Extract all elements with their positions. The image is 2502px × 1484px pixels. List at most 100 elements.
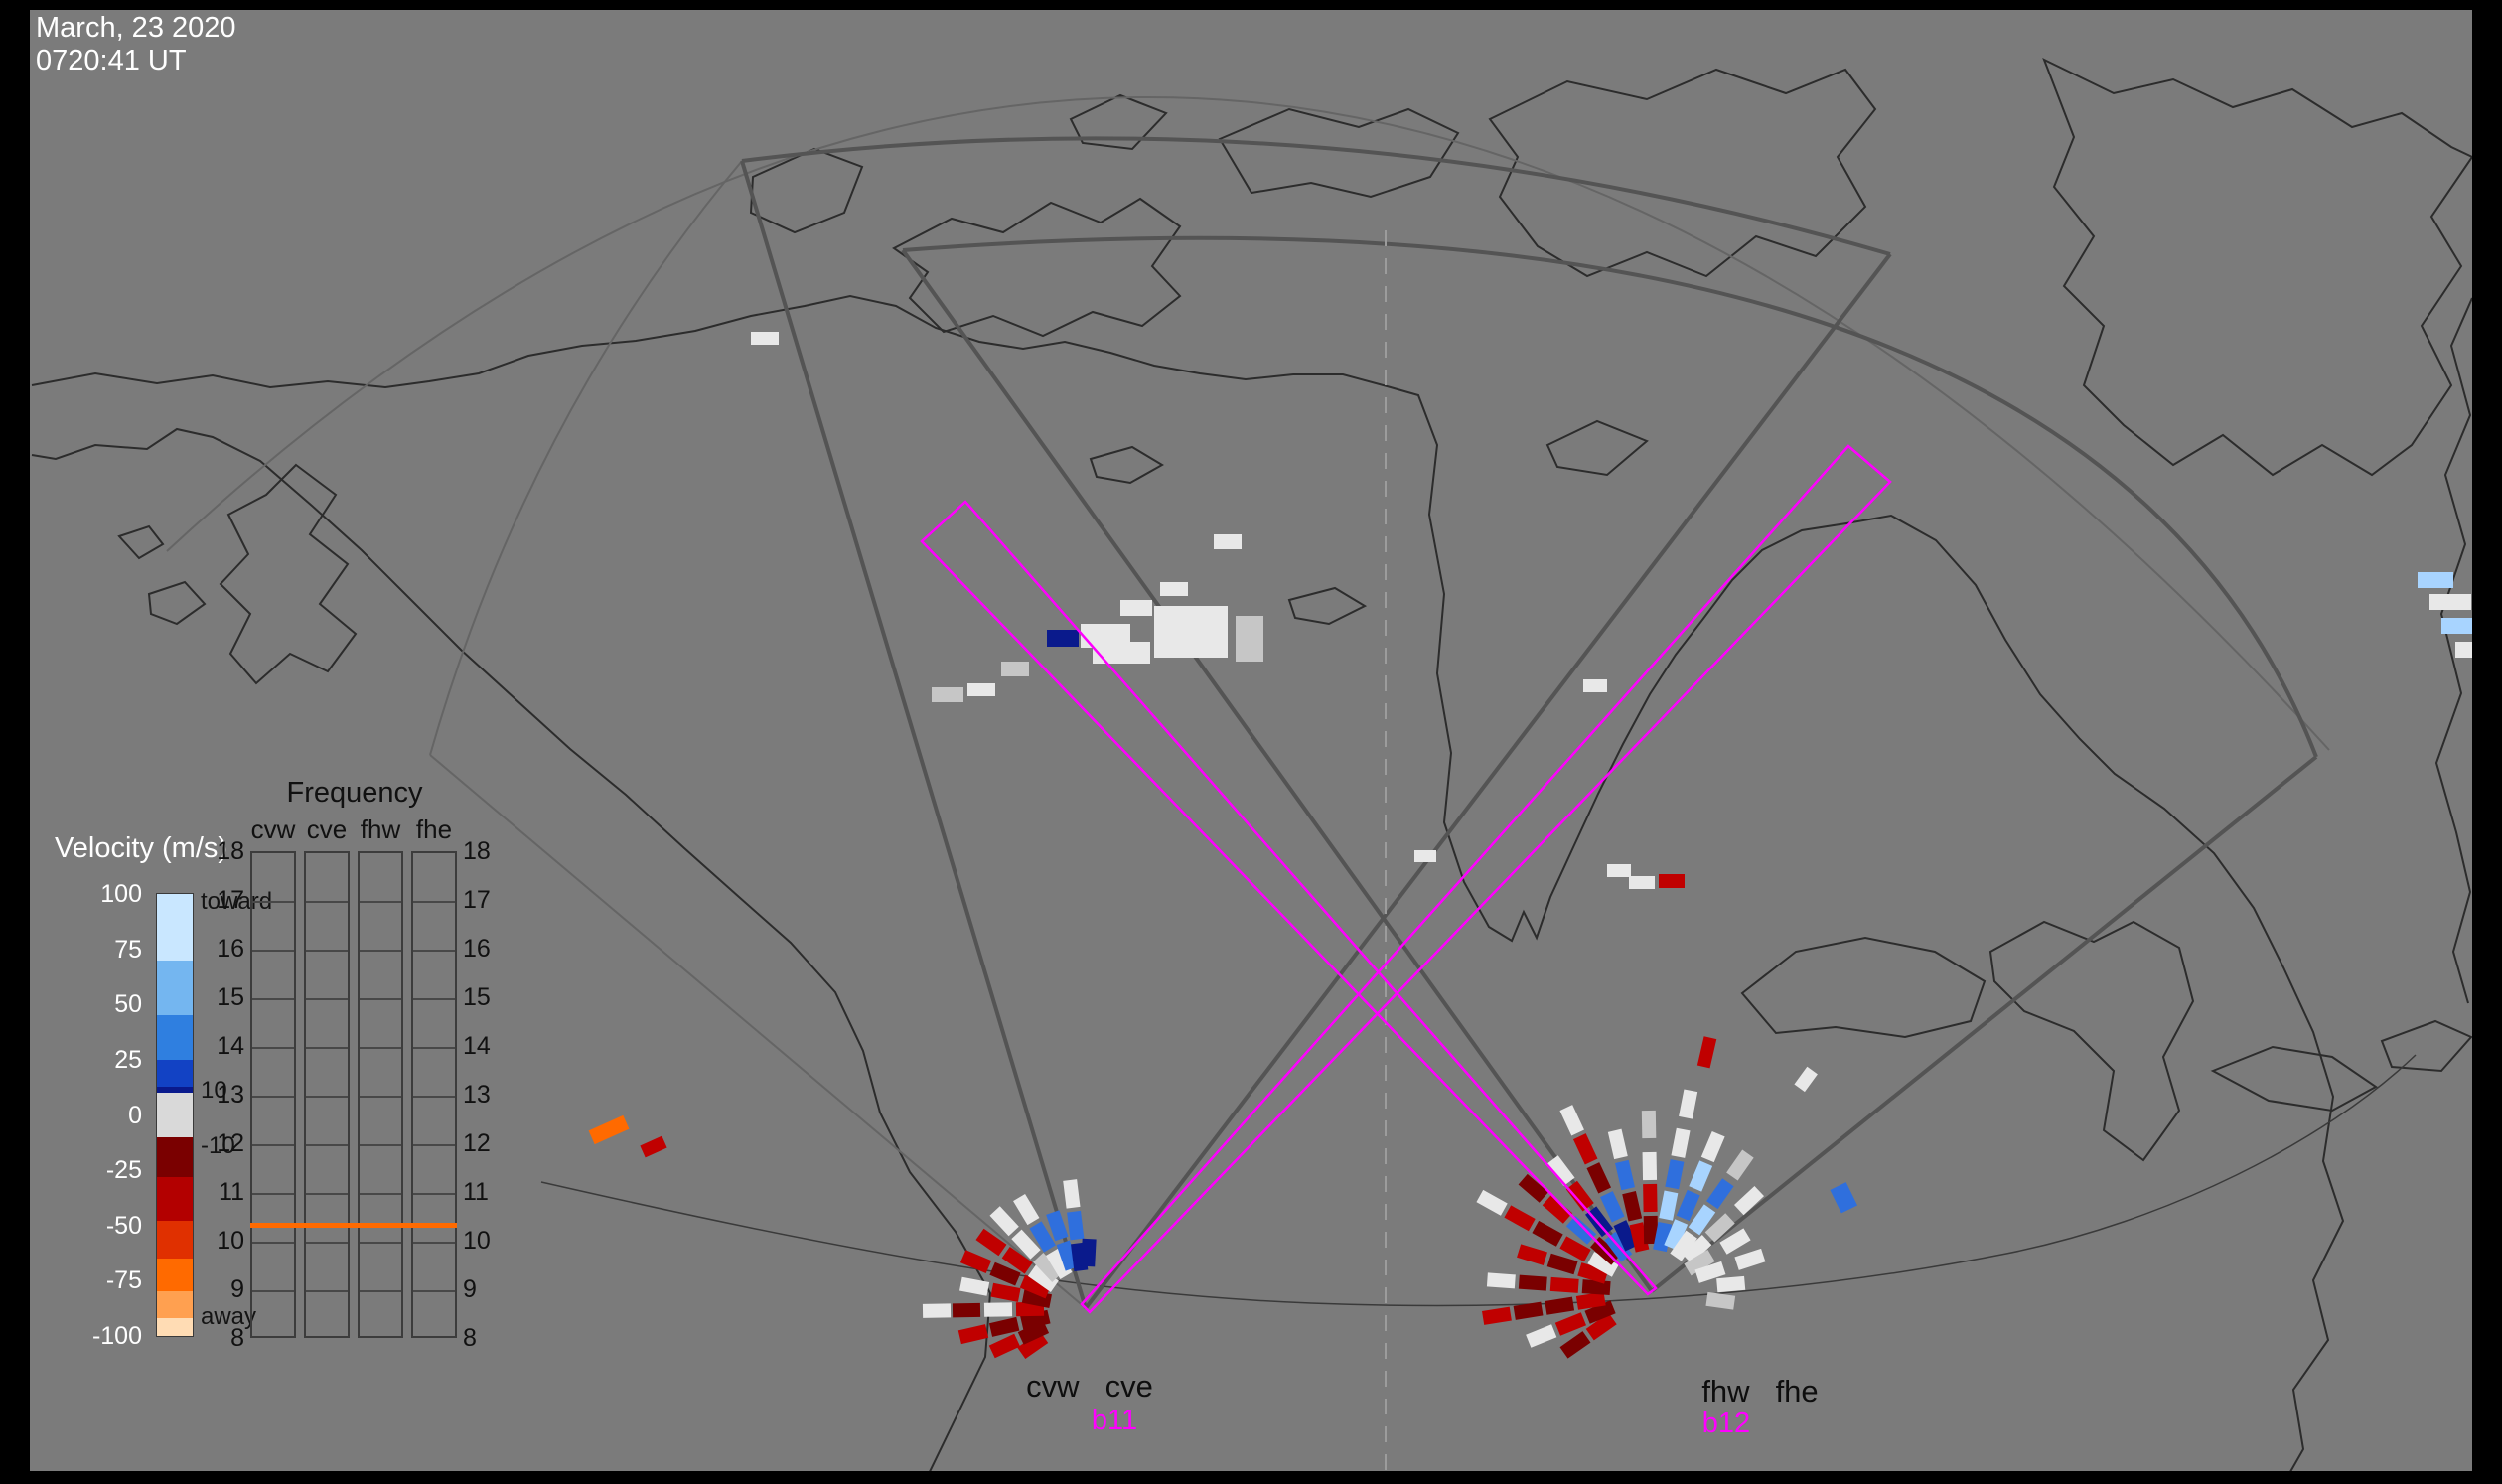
away-label: away [201,1303,257,1330]
velocity-cell [1679,1089,1698,1119]
site-fhw-label: fhw [1701,1374,1750,1409]
frequency-row-label: 17 [217,886,244,914]
frequency-column-header-cvw: cvw [250,815,296,844]
velocity-cell [1585,1312,1617,1341]
velocity-cell [1664,1219,1689,1251]
frequency-column-cvw [250,851,296,1338]
velocity-cell [2489,336,2501,356]
velocity-cell [1716,1275,1746,1293]
velocity-colorbar [156,893,194,1337]
velocity-cell [1734,1248,1766,1270]
beam-label-b12: b12 [1701,1408,1751,1439]
fov-cv-west-edge [740,160,1088,1309]
velocity-cell [988,1316,1020,1337]
velocity-cell [1559,1331,1591,1359]
frequency-row-label: 16 [217,935,244,963]
velocity-cell [1615,1159,1635,1191]
velocity-cell [1013,1193,1040,1226]
coastline-arctic-islands [749,68,1877,477]
frequency-column-fhw [358,851,403,1338]
frequency-gridline [413,998,455,1000]
coastline-group [31,57,2472,1471]
velocity-cell [1559,1236,1591,1262]
frequency-gridline [360,1242,401,1244]
velocity-cell [967,683,995,696]
date-text: March, 23 2020 [36,12,236,44]
velocity-cell [1575,1291,1606,1310]
velocity-scale-segment [157,960,193,1016]
frequency-column-cve [304,851,350,1338]
velocity-cell [1641,1110,1657,1139]
frequency-row-label: 9 [463,1275,477,1303]
velocity-cell [2441,618,2472,634]
coastline-west-coast [31,427,992,1471]
fov-fh-outer-arc [902,235,2318,758]
velocity-cell [1622,1191,1643,1222]
velocity-cell [1554,1312,1587,1336]
frequency-gridline [306,1242,348,1244]
velocity-cell [1719,1228,1751,1255]
velocity-cell [1542,1194,1573,1224]
velocity-cell [1643,1215,1659,1245]
frequency-gridline [413,1193,455,1195]
site-label-cv: cvw cve [995,1369,1184,1405]
velocity-cells-group [588,332,2501,1360]
velocity-tick: -75 [105,1266,142,1295]
velocity-cell [1684,1249,1715,1276]
site-fhe-label: fhe [1775,1374,1819,1409]
velocity-scale-segment [157,1259,193,1292]
frequency-row-label: 17 [463,886,491,914]
velocity-cell [1559,1105,1584,1136]
frequency-gridline [306,1144,348,1146]
frequency-gridline [252,998,294,1000]
site-cve-label: cve [1104,1369,1153,1404]
velocity-cell [959,1276,990,1296]
velocity-cell [751,332,779,345]
velocity-legend-title: Velocity (m/s) [55,832,228,864]
fov-thin-outer-arc [166,95,2330,751]
velocity-cell [1046,1248,1073,1280]
velocity-cell [1629,876,1655,889]
beam-outline-b12 [920,500,1658,1296]
velocity-cell [922,1303,952,1318]
velocity-cell [1659,1190,1679,1221]
velocity-cell [988,1333,1021,1359]
velocity-scale-segment [157,894,193,961]
velocity-cell [1414,850,1436,862]
velocity-cell [1665,1159,1685,1190]
velocity-cell [1830,1182,1858,1214]
velocity-cell [1733,1185,1765,1216]
velocity-cell [1586,1162,1612,1194]
velocity-scale-segment [157,1318,193,1336]
velocity-cell [1001,1247,1033,1274]
velocity-cell [1047,630,1079,647]
velocity-scale-segment [157,1221,193,1260]
velocity-cell [640,1135,667,1158]
velocity-scale-segment [157,1093,193,1137]
velocity-cell [989,1206,1019,1237]
velocity-cell [1549,1276,1579,1293]
site-cvw-label: cvw [1026,1369,1080,1404]
frequency-column-header-fhw: fhw [360,815,401,844]
velocity-tick: 75 [114,935,142,964]
frequency-gridline [306,1193,348,1195]
velocity-cell [1577,1262,1609,1284]
velocity-cell [1532,1220,1563,1247]
velocity-cell [1565,1215,1597,1245]
velocity-cell [1517,1244,1547,1265]
velocity-cell [1046,1210,1069,1242]
frequency-gridline [360,1047,401,1049]
frequency-gridline [413,1144,455,1146]
frequency-gridline [306,998,348,1000]
velocity-cell [1696,1036,1717,1069]
frequency-row-label: 8 [230,1324,244,1352]
frequency-gridline [413,950,455,952]
frequency-column-fhe [411,851,457,1338]
velocity-cell [1682,1235,1712,1264]
fov-fh-west-edge [901,248,1654,1293]
velocity-tick: 50 [114,990,142,1019]
